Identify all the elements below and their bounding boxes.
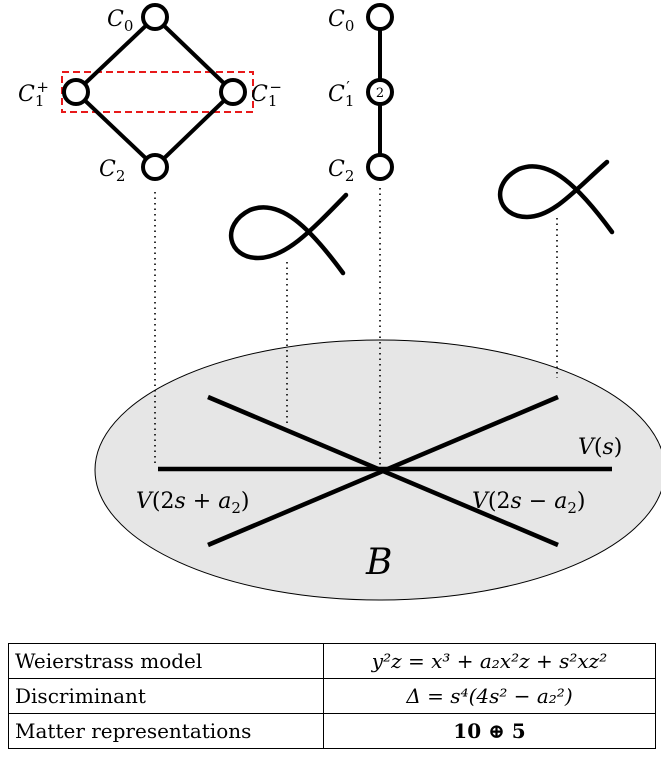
table-row: Matter representations 10 ⊕ 5 (8, 713, 656, 749)
table-row: Discriminant Δ = s⁴(4s² − a₂²) (8, 678, 656, 714)
node-c2-left (141, 153, 169, 181)
node-multiplicity-label: 2 (376, 86, 384, 101)
label-c2-right: C2 (328, 157, 354, 185)
label-v-s: V(s) (578, 435, 622, 460)
table-row: Weierstrass model y²z = x³ + a₂x²z + s²x… (8, 643, 656, 679)
label-c1plus: C1+ (18, 78, 49, 110)
label-c2-left: C2 (99, 157, 125, 185)
line-v-2s-plus-a2 (207, 394, 559, 548)
row-value: y²z = x³ + a₂x²z + s²xz² (323, 643, 656, 679)
row-value: Δ = s⁴(4s² − a₂²) (323, 678, 656, 714)
row-key: Matter representations (8, 713, 324, 749)
node-c0-left (141, 3, 169, 31)
nodal-curve-right (497, 159, 615, 235)
label-c0-right: C0 (328, 7, 354, 35)
label-v-2s-minus-a2: V(2s − a2) (472, 489, 585, 517)
node-c1plus (62, 78, 90, 106)
edge-c1minus-c2 (153, 90, 235, 169)
nodal-curve-left (228, 192, 349, 276)
edge-c1plus-c2 (74, 90, 157, 169)
node-c1prime (366, 78, 394, 106)
node-c1minus (219, 78, 247, 106)
edge-c0-c1plus (74, 15, 157, 94)
label-base-b: B (365, 542, 392, 583)
properties-table: Weierstrass model y²z = x³ + a₂x²z + s²x… (8, 643, 656, 749)
row-key: Weierstrass model (8, 643, 324, 679)
edge-c0-c1minus (153, 15, 235, 94)
node-c0-right (366, 3, 394, 31)
label-c1prime: C1′ (328, 78, 354, 110)
row-value: 10 ⊕ 5 (323, 713, 656, 749)
fiber-degeneration-diagram: 2 C0 C1+ C1− C2 C0 C1′ C2 V(s) V(2s + a2… (18, 3, 661, 601)
label-c1minus: C1− (251, 78, 282, 110)
node-c2-right (366, 153, 394, 181)
label-c0-left: C0 (107, 7, 133, 35)
label-v-2s-plus-a2: V(2s + a2) (136, 489, 249, 517)
row-key: Discriminant (8, 678, 324, 714)
